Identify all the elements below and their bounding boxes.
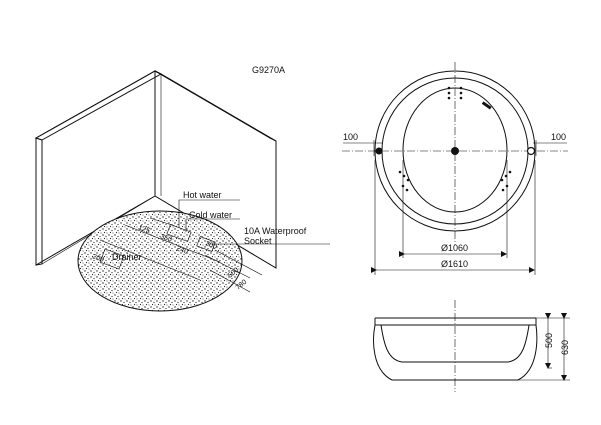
left-fitting <box>375 147 383 155</box>
hot-water-label: Hot water <box>183 190 222 200</box>
dim-200-b: 200 <box>204 240 217 251</box>
dim-200-a: 200 <box>91 253 104 264</box>
side-view: 500 630 <box>373 300 570 392</box>
dim-780: 780 <box>235 279 249 292</box>
socket-box <box>196 236 216 252</box>
basin-outline <box>402 87 508 213</box>
left-jets <box>398 170 410 192</box>
dim-350: 350 <box>159 233 172 244</box>
tub-basin <box>380 324 530 363</box>
model-code: G9270A <box>252 65 285 75</box>
floor-footprint <box>77 210 243 312</box>
right-fitting <box>526 146 536 156</box>
center-drain <box>451 147 459 155</box>
drainer-label: Drainer <box>112 252 142 262</box>
dim-125: 125 <box>137 224 150 235</box>
cold-water-leader <box>185 218 240 232</box>
plan-view: 100 100 Ø1060 Ø1610 <box>342 62 568 275</box>
socket-label-line1: 10A Waterproof <box>244 226 307 236</box>
cold-water-label: Cold water <box>189 210 232 220</box>
drain-box <box>99 248 125 270</box>
valve-box <box>166 224 192 242</box>
top-jets <box>447 86 492 110</box>
socket-label-line2: Socket <box>244 236 272 246</box>
dim-240: 240 <box>175 245 188 256</box>
inner-diameter-dim: Ø1060 <box>441 243 468 253</box>
left-offset-dim: 100 <box>343 132 358 142</box>
outer-diameter-dim: Ø1610 <box>441 259 468 269</box>
right-jets <box>500 170 512 192</box>
outer-height-dim: 630 <box>560 340 570 355</box>
installation-view: Hot water Cold water 10A Waterproof Sock… <box>34 70 330 312</box>
inner-height-dim: 500 <box>544 333 554 348</box>
right-offset-dim: 100 <box>551 132 566 142</box>
hot-water-leader <box>178 199 240 228</box>
